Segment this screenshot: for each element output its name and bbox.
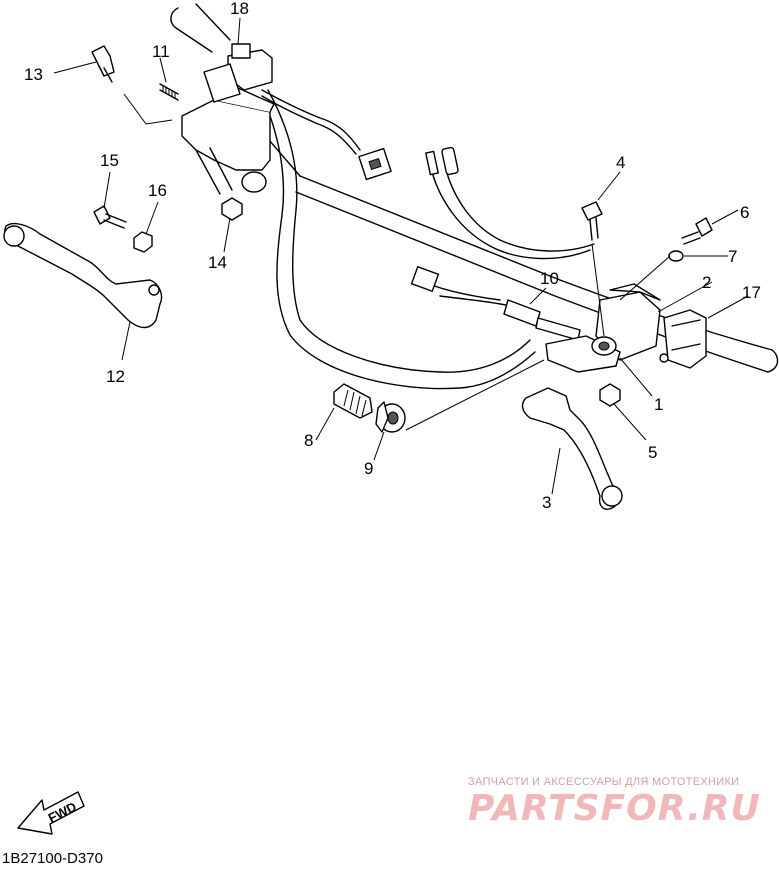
callout-6: 6 [740, 203, 749, 222]
clutch-cable [439, 295, 581, 341]
callout-labels: 13 11 18 15 16 14 12 4 6 7 10 2 17 1 5 8… [24, 0, 761, 512]
callout-5: 5 [648, 443, 657, 462]
adjuster-8 [333, 383, 373, 419]
callout-11: 11 [152, 42, 170, 61]
callout-12: 12 [106, 367, 125, 386]
callout-9: 9 [364, 459, 373, 478]
callout-8: 8 [304, 431, 313, 450]
fwd-arrow-icon: FWD [17, 791, 85, 835]
callout-2: 2 [702, 273, 711, 292]
watermark-logo: PARTSFOR.RU [468, 788, 761, 829]
bolt-6 [681, 217, 713, 245]
nut-14 [221, 197, 243, 221]
callout-3: 3 [542, 493, 551, 512]
bolt-4 [581, 201, 603, 241]
diagram-code: 1B27100-D370 [2, 850, 103, 867]
cables [410, 146, 595, 301]
engine-stop-switch [203, 43, 392, 181]
left-lever [3, 222, 163, 329]
callout-4: 4 [616, 153, 625, 172]
callout-13: 13 [24, 65, 43, 84]
leader-lines [53, 17, 749, 495]
callout-14: 14 [208, 253, 227, 272]
callout-10: 10 [540, 269, 559, 288]
callout-16: 16 [148, 181, 167, 200]
nut-16 [133, 231, 153, 253]
fwd-label: FWD [46, 799, 79, 826]
callout-7: 7 [728, 247, 737, 266]
left-perch-assembly [181, 87, 275, 195]
locknut-9 [375, 401, 406, 433]
bolt-13 [91, 45, 115, 83]
callout-18: 18 [230, 0, 249, 18]
callout-15: 15 [100, 151, 119, 170]
callout-17: 17 [742, 283, 761, 302]
right-lever [521, 387, 623, 510]
washer-7 [668, 250, 684, 262]
screw-11 [159, 83, 179, 101]
nut-5 [599, 383, 621, 407]
bolt-15 [93, 205, 127, 229]
right-perch-assembly [545, 283, 707, 373]
watermark-tagline: ЗАПЧАСТИ И АКСЕССУАРЫ ДЛЯ МОТОТЕХНИКИ [468, 776, 740, 788]
handlebar [170, 3, 779, 390]
callout-1: 1 [654, 395, 663, 414]
